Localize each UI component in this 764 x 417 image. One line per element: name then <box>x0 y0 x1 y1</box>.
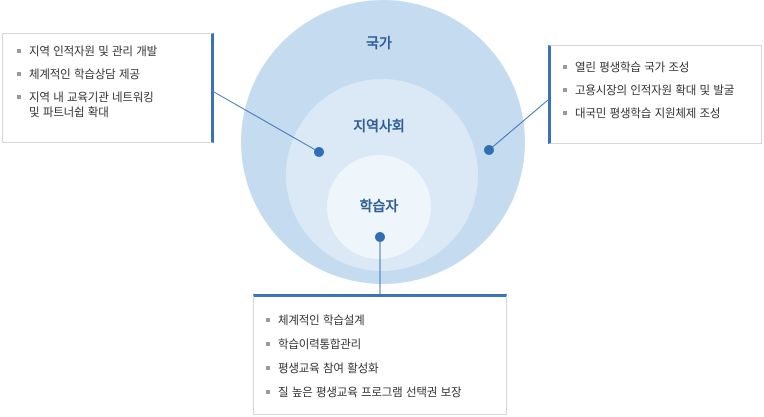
learner-benefits-box: 체계적인 학습설계 학습이력통합관리 평생교육 참여 활성화 질 높은 평생교육… <box>253 294 507 415</box>
connector-right <box>488 99 549 151</box>
list-item: 열린 평생학습 국가 조성 <box>563 60 757 75</box>
list-item: 지역 내 교육기관 네트워킹 <box>17 90 205 105</box>
list-item: 지역 인적자원 및 관리 개발 <box>17 44 205 59</box>
outer-circle-label: 국가 <box>366 36 392 52</box>
connector-dot-right <box>484 145 494 155</box>
list-item: 학습이력통합관리 <box>266 337 502 352</box>
middle-circle-label: 지역사회 <box>353 118 405 135</box>
list-item: 대국민 평생학습 지원체제 조성 <box>563 106 757 121</box>
inner-circle-learner <box>327 155 431 259</box>
list-item: 고용시장의 인적자원 확대 및 발굴 <box>563 83 757 98</box>
connector-dot-left <box>314 147 324 157</box>
connector-dot-bottom <box>375 232 385 242</box>
list-item: 질 높은 평생교육 프로그램 선택권 보장 <box>266 385 502 400</box>
learner-benefits-list: 체계적인 학습설계 학습이력통합관리 평생교육 참여 활성화 질 높은 평생교육… <box>266 313 502 400</box>
list-item: 체계적인 학습설계 <box>266 313 502 328</box>
community-roles-box: 지역 인적자원 및 관리 개발 체계적인 학습상담 제공 지역 내 교육기관 네… <box>2 33 214 143</box>
list-item-continuation: 및 파트너쉽 확대 <box>29 105 109 119</box>
connector-left <box>213 91 320 153</box>
inner-circle-label: 학습자 <box>360 199 399 215</box>
list-item: 체계적인 학습상담 제공 <box>17 67 205 82</box>
country-roles-box: 열린 평생학습 국가 조성 고용시장의 인적자원 확대 및 발굴 대국민 평생학… <box>548 45 762 144</box>
list-item: 평생교육 참여 활성화 <box>266 361 502 376</box>
community-roles-list: 지역 인적자원 및 관리 개발 체계적인 학습상담 제공 지역 내 교육기관 네… <box>17 44 205 120</box>
country-roles-list: 열린 평생학습 국가 조성 고용시장의 인적자원 확대 및 발굴 대국민 평생학… <box>563 60 757 121</box>
